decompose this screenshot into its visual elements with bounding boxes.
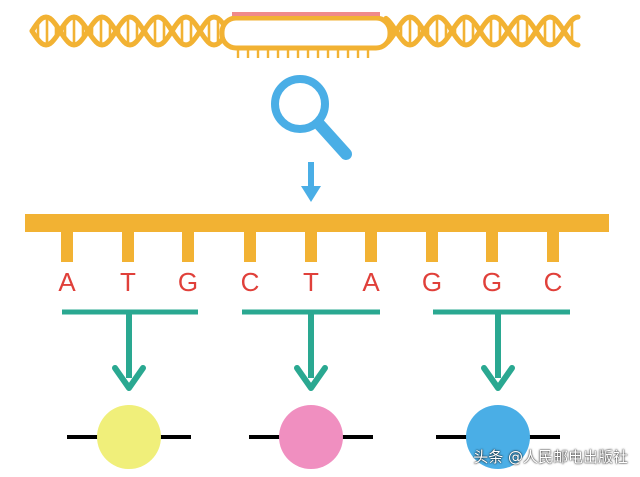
dna-helix-icon bbox=[29, 12, 581, 58]
down-arrow-icon bbox=[112, 365, 146, 391]
base-peg bbox=[365, 231, 377, 262]
magnifying-glass-icon bbox=[271, 75, 352, 160]
base-peg bbox=[182, 231, 194, 262]
codon-groups bbox=[62, 309, 570, 469]
helix-strand bbox=[383, 14, 581, 48]
down-arrow-icon bbox=[294, 365, 328, 391]
down-arrow-icon bbox=[301, 162, 321, 202]
amino-acid-residue bbox=[97, 405, 161, 469]
base-letter: A bbox=[362, 267, 380, 297]
amino-acid-residue bbox=[466, 405, 530, 469]
base-peg bbox=[61, 231, 73, 262]
helix-strand bbox=[383, 14, 581, 48]
helix-strand bbox=[29, 14, 229, 48]
base-peg bbox=[486, 231, 498, 262]
base-letter: C bbox=[544, 267, 563, 297]
base-letter: G bbox=[422, 267, 442, 297]
base-peg bbox=[244, 231, 256, 262]
dna-strand bbox=[25, 214, 609, 262]
base-peg bbox=[547, 231, 559, 262]
helix-strand bbox=[29, 14, 229, 48]
base-peg bbox=[305, 231, 317, 262]
base-peg bbox=[122, 231, 134, 262]
base-peg bbox=[426, 231, 438, 262]
base-letter: A bbox=[58, 267, 76, 297]
codon-group bbox=[62, 309, 198, 469]
base-letter: G bbox=[482, 267, 502, 297]
codon-group bbox=[433, 309, 570, 469]
unwound-region bbox=[219, 15, 393, 51]
base-letter: T bbox=[120, 267, 136, 297]
watermark: 头条 @人民邮电出版社 bbox=[473, 448, 628, 466]
base-letter: G bbox=[178, 267, 198, 297]
codon-group bbox=[242, 309, 380, 469]
down-arrow-icon bbox=[481, 365, 515, 391]
amino-acid-residue bbox=[279, 405, 343, 469]
base-letter: C bbox=[241, 267, 260, 297]
base-letter: T bbox=[303, 267, 319, 297]
